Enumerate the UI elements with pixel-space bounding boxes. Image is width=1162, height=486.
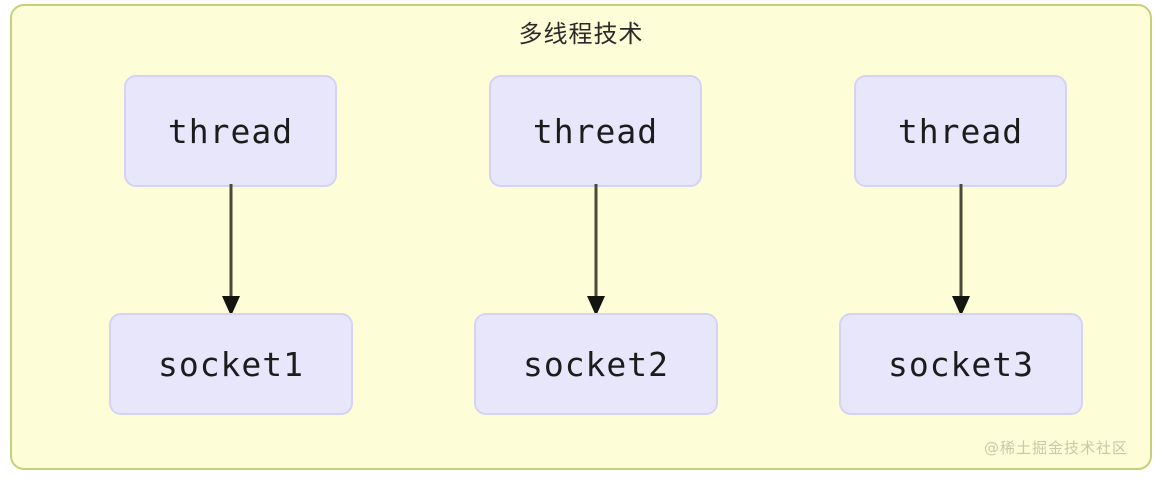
arrow-thread-to-socket3-icon	[952, 184, 970, 316]
socket-node-3[interactable]: socket3	[839, 313, 1083, 415]
socket-node-1[interactable]: socket1	[109, 313, 353, 415]
arrow-thread-to-socket1-icon	[222, 184, 240, 316]
diagram-title: 多线程技术	[518, 20, 644, 48]
arrow-thread-to-socket2-icon	[587, 184, 605, 316]
multithread-container: 多线程技术 thread socket1 thread socket2 thre…	[10, 4, 1152, 470]
thread-node-2[interactable]: thread	[489, 75, 702, 187]
thread-node-3[interactable]: thread	[854, 75, 1067, 187]
thread-node-1[interactable]: thread	[124, 75, 337, 187]
watermark: @稀土掘金技术社区	[983, 439, 1128, 457]
socket-node-2[interactable]: socket2	[474, 313, 718, 415]
